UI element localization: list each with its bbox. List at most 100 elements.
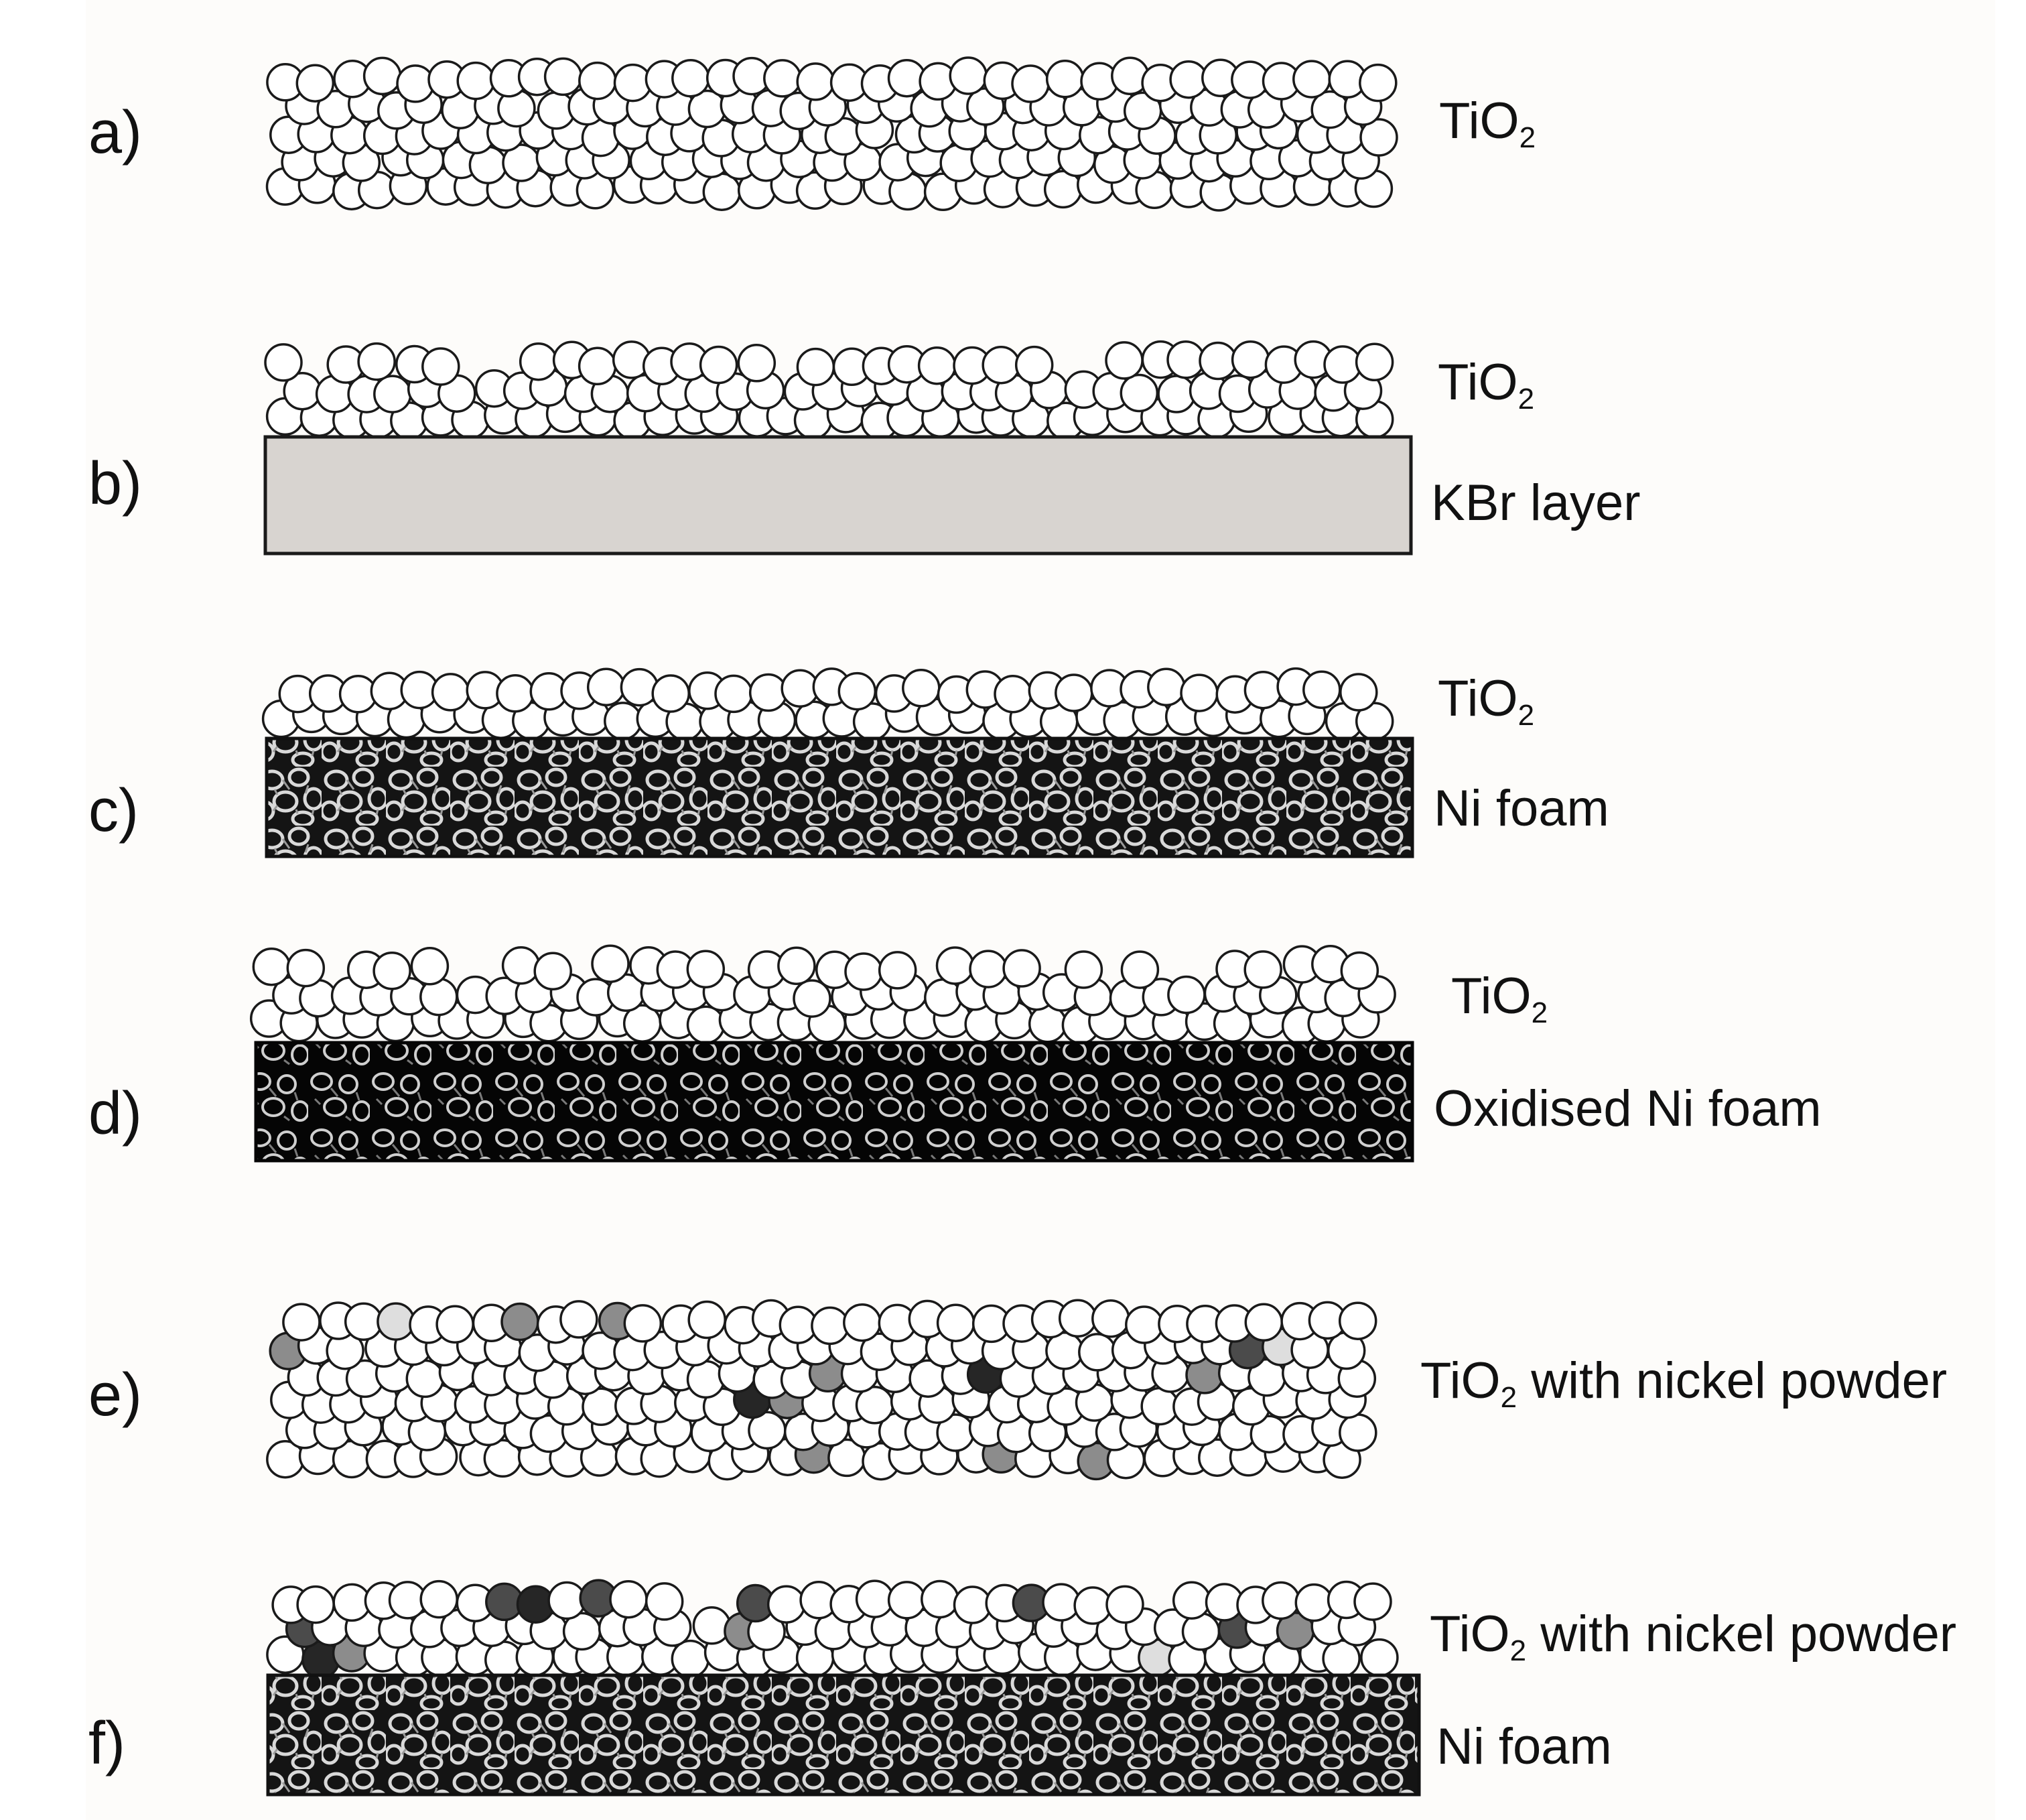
tio2-particle [357, 342, 396, 381]
tio2-particle [1243, 670, 1283, 710]
tio2-particle [396, 64, 435, 103]
tio2-particle [793, 979, 831, 1018]
tio2-particle [887, 1581, 927, 1620]
tio2-particle [1340, 951, 1379, 990]
tio2-particle [295, 64, 335, 103]
ni-foam-layer [266, 1673, 1421, 1797]
tio2-particles [265, 56, 1398, 212]
tio2-particle [1125, 1305, 1164, 1344]
tio2-particle [543, 57, 583, 96]
tio2-particle [1002, 949, 1041, 988]
tio2-particle [559, 1300, 598, 1339]
tio2-particle [796, 62, 835, 101]
tio2-particle [1199, 341, 1237, 381]
tio2-particle [1180, 673, 1219, 712]
tio2-particle [1014, 345, 1054, 385]
panel-label-f: f) [88, 1710, 125, 1777]
tio2-particle [405, 1359, 445, 1399]
tio2-particle [1360, 1638, 1399, 1677]
tio2-nickel-particles [266, 1579, 1399, 1679]
nickel-particle [500, 1302, 539, 1342]
tio2-particle [344, 1302, 383, 1342]
tio2-particle [1058, 1299, 1097, 1338]
tio2-particle [1073, 1586, 1112, 1625]
tio2-particle [982, 345, 1020, 385]
tio2-particle [1169, 60, 1208, 99]
tio2-particle [623, 1304, 663, 1343]
panel-label-e: e) [88, 1362, 142, 1429]
tio2-particle [1120, 373, 1159, 413]
panel-label-d: d) [88, 1080, 142, 1147]
tio2-particle [837, 671, 877, 711]
tio2-particle [1353, 1582, 1392, 1621]
tio2-particle [1243, 950, 1282, 989]
tio2-particle [843, 1303, 882, 1342]
tio2-particle [1359, 118, 1398, 157]
tio2-particle [777, 946, 816, 986]
tio2-particle [1120, 950, 1160, 989]
tio2-nickel-particles [266, 1299, 1377, 1481]
tio2-particle [252, 947, 291, 986]
tio2-particle [373, 952, 411, 990]
tio2-particle [969, 950, 1008, 988]
tio2-particle [686, 1005, 726, 1045]
tio2-particle [1147, 667, 1186, 707]
tio2-particle [419, 1579, 458, 1619]
kbr-layer [263, 435, 1413, 556]
tio2-particle [1172, 1581, 1211, 1620]
tio2-particle [1244, 1303, 1284, 1342]
tio2-particle [1011, 64, 1050, 103]
tio2-particle [519, 342, 558, 381]
nickel-particle [377, 1302, 415, 1341]
tio2-particles [249, 944, 1396, 1045]
panel-background [86, 0, 1995, 1820]
tio2-particles [261, 667, 1394, 741]
tio2-particle [533, 952, 572, 991]
tio2-particle [1045, 60, 1085, 99]
tio2-particle [686, 1360, 726, 1399]
tio2-particle [855, 1579, 894, 1618]
tio2-particle [1055, 673, 1093, 712]
tio2-particle [936, 1303, 975, 1342]
tio2-particle [766, 1585, 806, 1624]
tio2-particles [264, 340, 1394, 441]
tio2-particle [1294, 1583, 1334, 1622]
tio2-particle [878, 951, 917, 990]
tio2-particle [1078, 1333, 1117, 1372]
tio2-particle [410, 947, 450, 986]
layer-label-tio2: TiO2 [1438, 670, 1534, 732]
tio2-particle [1292, 60, 1331, 99]
tio2-particle [1167, 975, 1206, 1015]
tio2-particle [1091, 1299, 1130, 1338]
tio2-particle [763, 59, 802, 98]
tio2-particle [748, 673, 788, 712]
tio2-particle [431, 673, 470, 712]
tio2-particle [692, 1606, 732, 1645]
tio2-particle [844, 952, 883, 991]
tio2-particle [811, 1306, 850, 1346]
tio2-particle [1166, 340, 1205, 379]
tio2-particle [671, 58, 710, 98]
tio2-particle [935, 946, 975, 985]
layer-label-oxidised-ni-foam: Oxidised Ni foam [1434, 1080, 1822, 1137]
tio2-particle [578, 61, 617, 101]
tio2-particle [994, 674, 1032, 714]
tio2-particle [296, 1585, 335, 1624]
tio2-particle [620, 667, 659, 707]
tio2-particle [902, 669, 941, 708]
tio2-particle [501, 946, 541, 985]
tio2-particle [1157, 375, 1196, 413]
tio2-particle [949, 56, 988, 95]
tio2-particle [282, 1303, 321, 1342]
tio2-particle [421, 347, 460, 386]
layer-label-tio2: TiO2 [1439, 92, 1536, 154]
tio2-particle [1339, 1413, 1377, 1452]
tio2-particle [604, 702, 643, 740]
layer-label-tio2-nickel: TiO2 with nickel powder [1430, 1606, 1956, 1667]
tio2-particle [1231, 340, 1270, 379]
tio2-particle [714, 674, 753, 714]
panel-label-a: a) [88, 99, 142, 166]
layer-label-ni-foam: Ni foam [1434, 780, 1609, 837]
tio2-particle [737, 344, 776, 383]
